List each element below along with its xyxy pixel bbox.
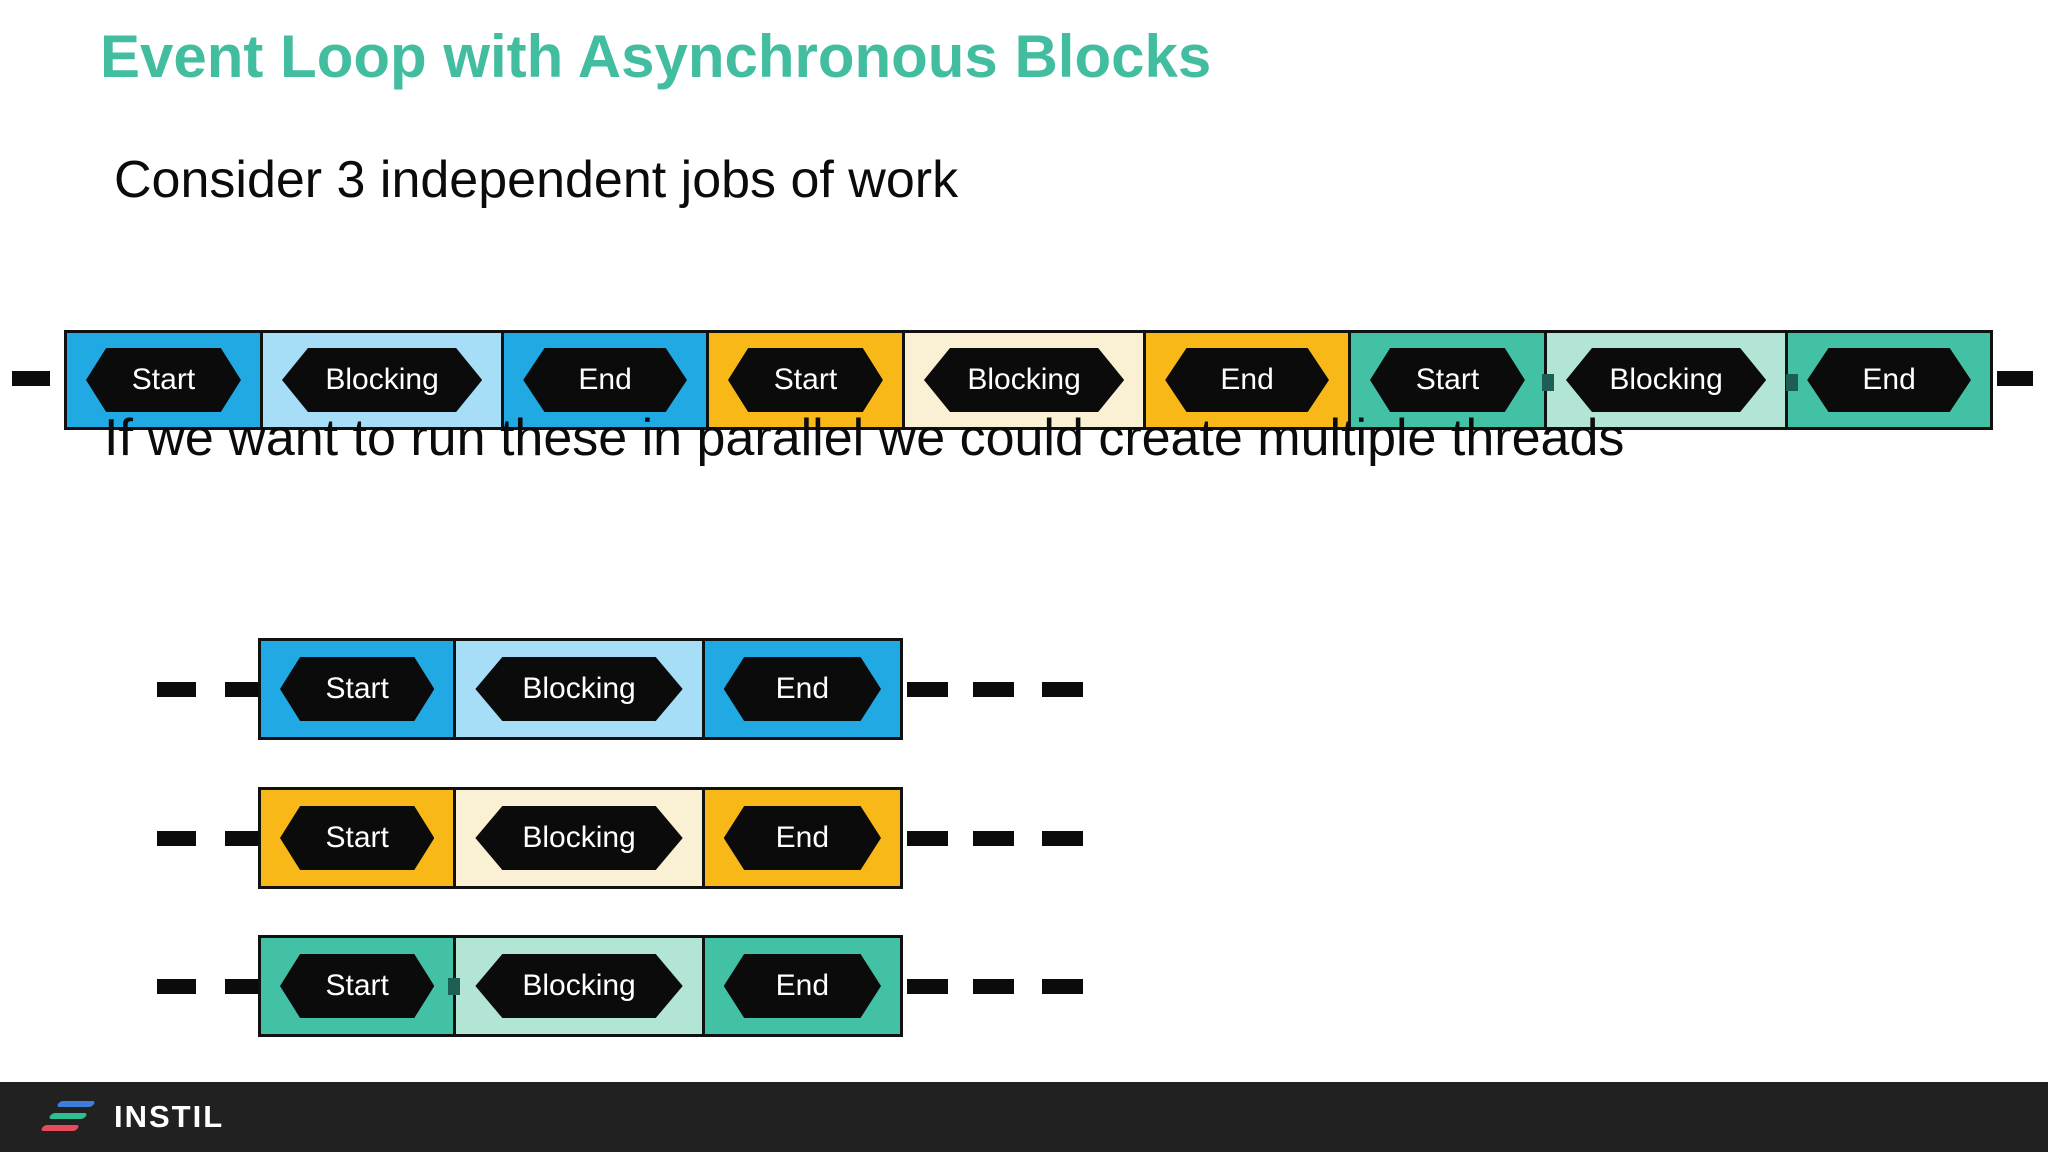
timeline-job1-start-segment: Start (67, 333, 260, 427)
thread-1-bar: Start Blocking End (258, 638, 903, 740)
thread1-dash (907, 682, 948, 697)
thread1-dash (157, 682, 196, 697)
timeline-job3-start-segment: Start (1351, 333, 1544, 427)
blocking-hexagon-badge: Blocking (923, 348, 1125, 412)
blocking-hexagon-badge: Blocking (475, 954, 683, 1018)
end-hexagon-badge: End (1165, 348, 1329, 412)
thread1-start-segment: Start (261, 641, 454, 737)
subtitle-threads: If we want to run these in parallel we c… (104, 409, 1625, 467)
end-hexagon-badge: End (723, 657, 881, 721)
dash-fragment (1542, 374, 1554, 391)
thread3-start-segment: Start (261, 938, 454, 1034)
timeline-job3-end-segment: End (1788, 333, 1990, 427)
instil-logo-icon (36, 1099, 100, 1135)
end-hexagon-badge: End (523, 348, 687, 412)
start-hexagon-badge: Start (86, 348, 241, 412)
thread3-dash (907, 979, 948, 994)
thread2-dash (973, 831, 1014, 846)
logo-bar-green (48, 1113, 88, 1119)
footer-brand-text: INSTIL (114, 1099, 225, 1134)
end-hexagon-badge: End (723, 954, 881, 1018)
timeline-job2-start-segment: Start (709, 333, 902, 427)
thread-2-bar: Start Blocking End (258, 787, 903, 889)
thread3-end-segment: End (704, 938, 900, 1034)
thread1-blocking-segment: Blocking (456, 641, 702, 737)
timeline-job2-blocking-segment: Blocking (904, 333, 1144, 427)
event-loop-timeline: Start Blocking End Start Blocking End St… (64, 330, 1993, 430)
footer-bar: INSTIL (0, 1082, 2048, 1152)
start-hexagon-badge: Start (280, 954, 435, 1018)
start-hexagon-badge: Start (728, 348, 883, 412)
blocking-hexagon-badge: Blocking (281, 348, 483, 412)
start-hexagon-badge: Start (280, 806, 435, 870)
thread1-end-segment: End (704, 641, 900, 737)
thread2-dash (225, 831, 258, 846)
thread3-dash (157, 979, 196, 994)
thread1-dash (225, 682, 258, 697)
timeline-dash-right (1997, 371, 2033, 386)
thread3-dash (225, 979, 258, 994)
logo-bar-blue (56, 1101, 96, 1107)
timeline-job1-blocking-segment: Blocking (262, 333, 502, 427)
end-hexagon-badge: End (723, 806, 881, 870)
timeline-job1-end-segment: End (504, 333, 706, 427)
blocking-hexagon-badge: Blocking (475, 657, 683, 721)
blocking-hexagon-badge: Blocking (1565, 348, 1767, 412)
thread-3-bar: Start Blocking End (258, 935, 903, 1037)
thread1-dash (973, 682, 1014, 697)
slide-title: Event Loop with Asynchronous Blocks (100, 23, 1212, 90)
logo-bar-red (40, 1125, 80, 1131)
thread2-start-segment: Start (261, 790, 454, 886)
blocking-hexagon-badge: Blocking (475, 806, 683, 870)
thread2-dash (1042, 831, 1083, 846)
thread3-dash (1042, 979, 1083, 994)
thread3-dash (973, 979, 1014, 994)
timeline-job2-end-segment: End (1146, 333, 1348, 427)
subtitle-jobs: Consider 3 independent jobs of work (114, 151, 959, 209)
timeline-dash-left (12, 371, 50, 386)
thread2-dash (907, 831, 948, 846)
end-hexagon-badge: End (1807, 348, 1971, 412)
dash-fragment (448, 978, 460, 995)
start-hexagon-badge: Start (1370, 348, 1525, 412)
thread3-blocking-segment: Blocking (456, 938, 702, 1034)
thread2-blocking-segment: Blocking (456, 790, 702, 886)
timeline-job3-blocking-segment: Blocking (1546, 333, 1786, 427)
start-hexagon-badge: Start (280, 657, 435, 721)
thread1-dash (1042, 682, 1083, 697)
dash-fragment (1786, 374, 1798, 391)
thread2-end-segment: End (704, 790, 900, 886)
thread2-dash (157, 831, 196, 846)
